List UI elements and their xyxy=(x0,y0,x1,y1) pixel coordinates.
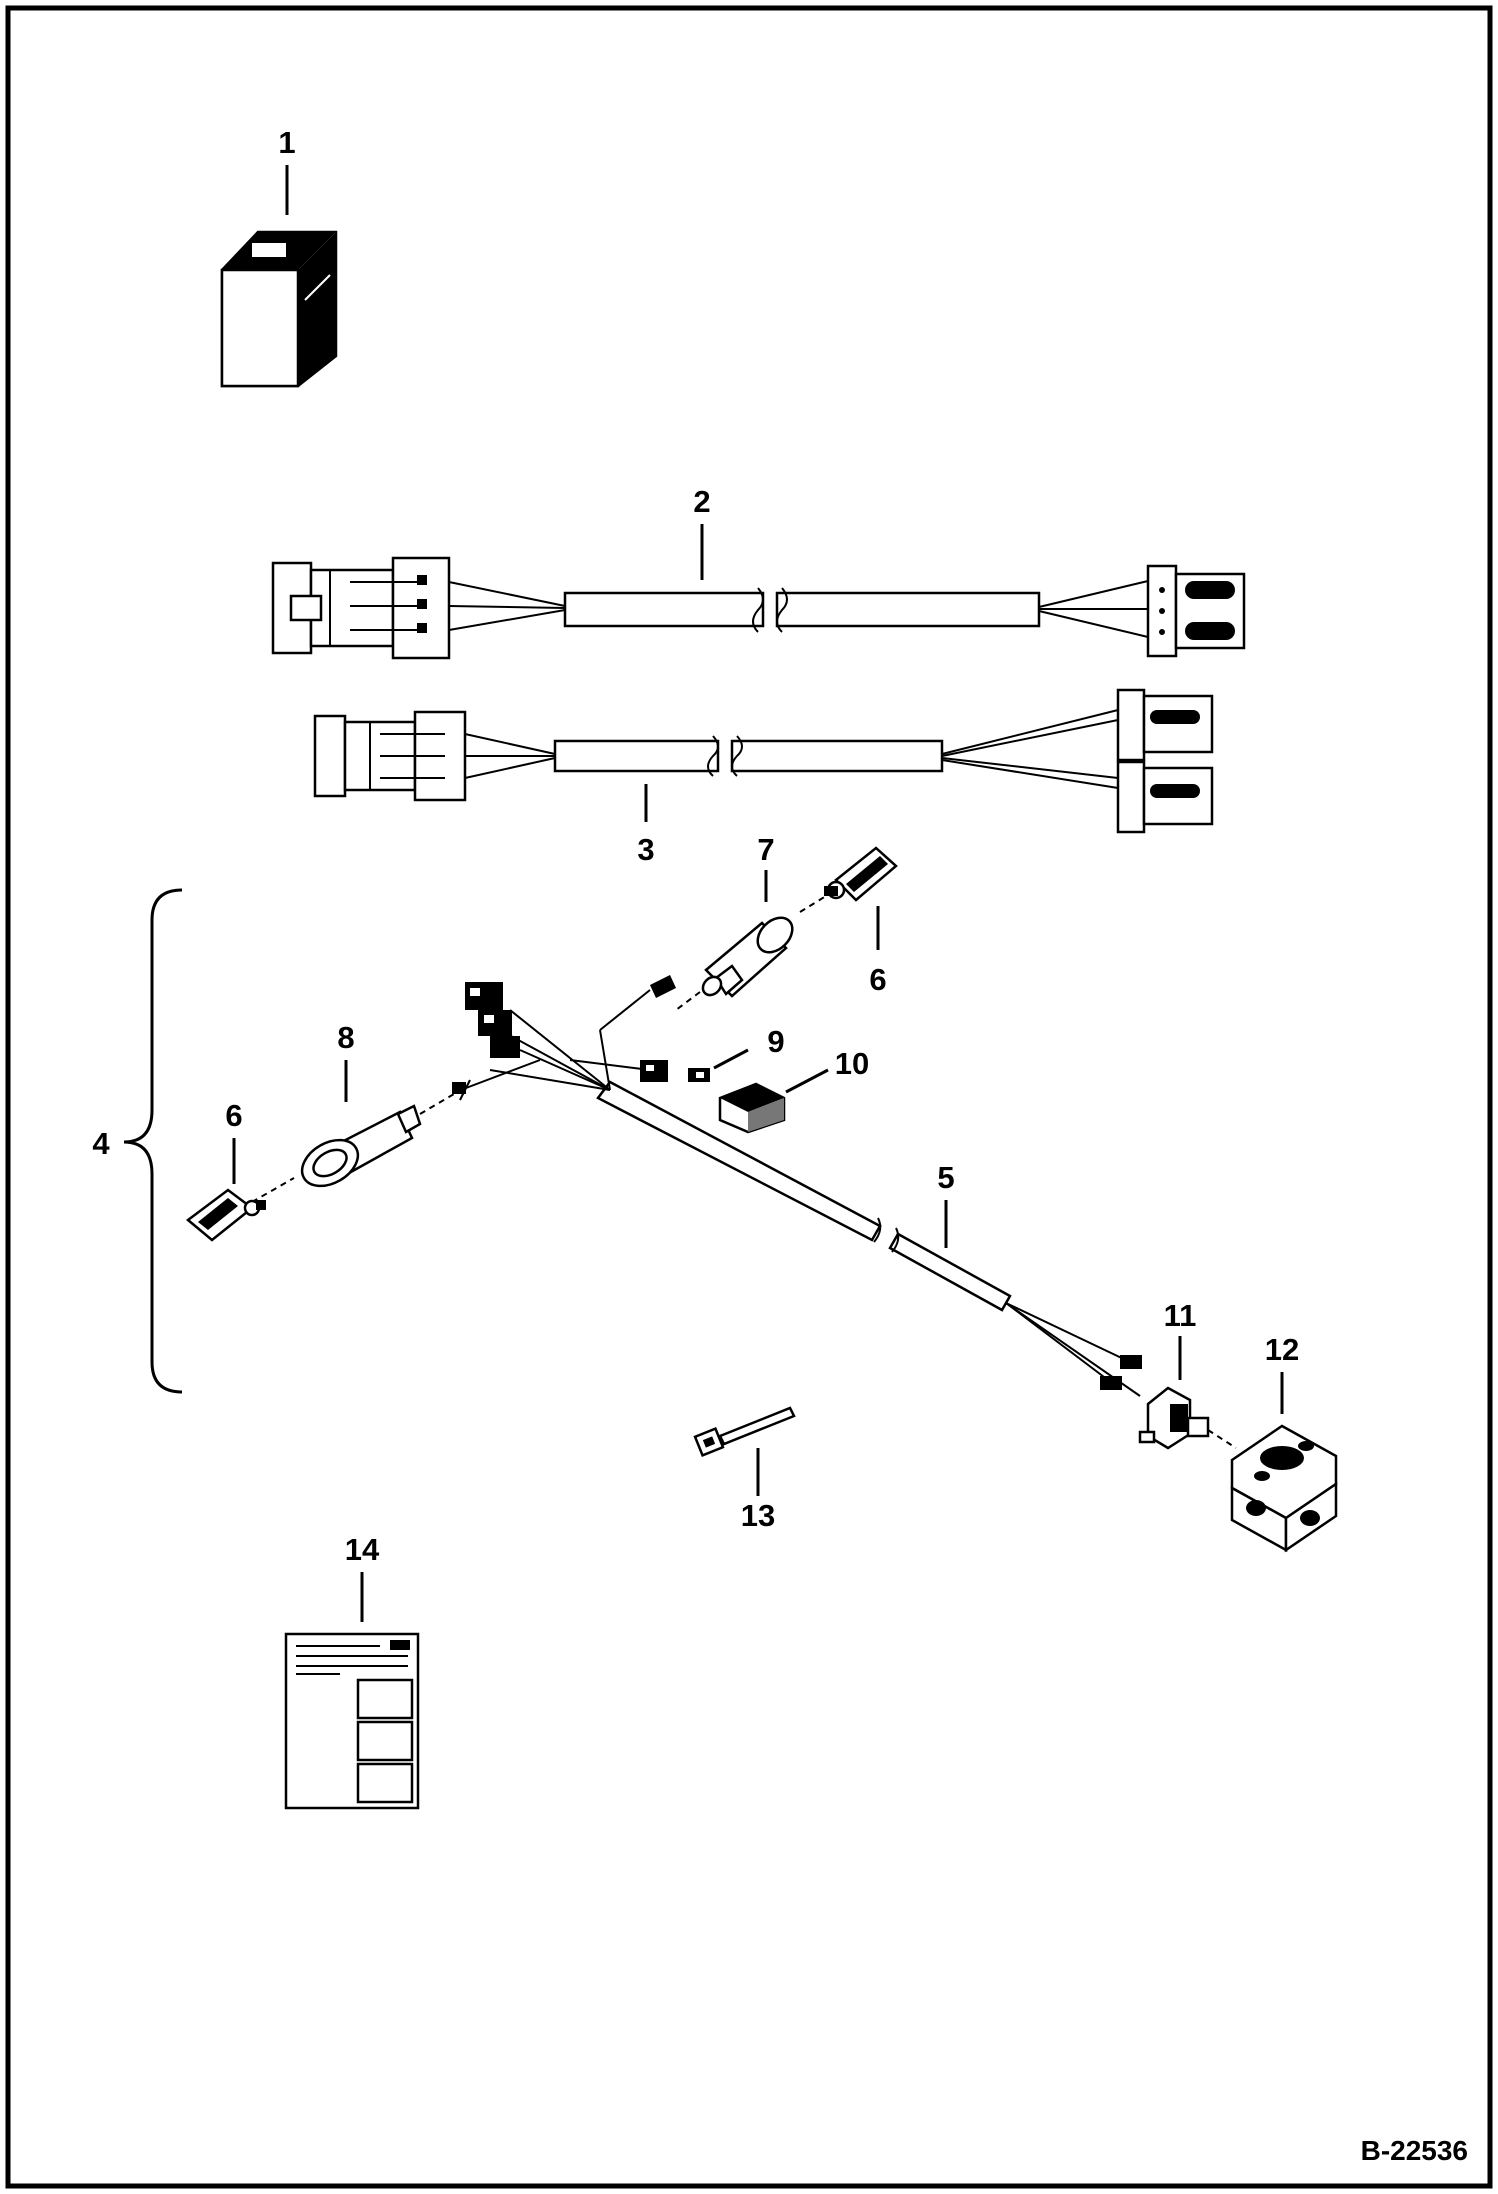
reference-number: B-22536 xyxy=(1361,2135,1468,2166)
part-8-boot xyxy=(300,1104,422,1188)
callout-11: 11 xyxy=(1164,1298,1197,1333)
callout-7: 7 xyxy=(757,832,774,867)
part-6-lower-terminal xyxy=(185,1188,266,1242)
part-11-switch xyxy=(1138,1386,1210,1450)
callout-4: 4 xyxy=(92,1126,110,1161)
part-3-harness xyxy=(313,688,1214,834)
callout-5: 5 xyxy=(937,1160,954,1195)
part-9-fuse xyxy=(688,1068,710,1082)
part-5-main-harness xyxy=(459,975,1142,1397)
callout-12: 12 xyxy=(1265,1332,1299,1367)
part-13-cable-tie xyxy=(693,1406,796,1458)
part-1-module xyxy=(220,230,338,388)
dashline-11 xyxy=(1207,1429,1237,1449)
callout-14: 14 xyxy=(345,1532,380,1567)
dashline-7 xyxy=(675,991,701,1011)
callout-2: 2 xyxy=(693,484,710,519)
callout-6-upper: 6 xyxy=(869,962,886,997)
callout-13: 13 xyxy=(741,1498,775,1533)
callout-9: 9 xyxy=(767,1024,784,1059)
part-6-upper-terminal xyxy=(824,846,898,902)
callout-6-lower: 6 xyxy=(225,1098,242,1133)
assembly-bracket xyxy=(123,888,183,1394)
part-2-harness xyxy=(271,556,1246,660)
dashline-6a xyxy=(799,895,827,913)
dashline-6b xyxy=(251,1177,295,1203)
part-7-boot xyxy=(701,916,794,998)
part-10-fuse-holder xyxy=(718,1082,786,1134)
callout-10: 10 xyxy=(835,1046,869,1081)
callout-3: 3 xyxy=(637,832,654,867)
dashline-8 xyxy=(419,1093,455,1115)
part-12-mounting-block xyxy=(1230,1424,1338,1553)
callout-1: 1 xyxy=(278,125,295,160)
part-14-instruction-sheet xyxy=(284,1632,420,1810)
callout-8: 8 xyxy=(337,1020,354,1055)
page-border xyxy=(5,5,1493,2189)
